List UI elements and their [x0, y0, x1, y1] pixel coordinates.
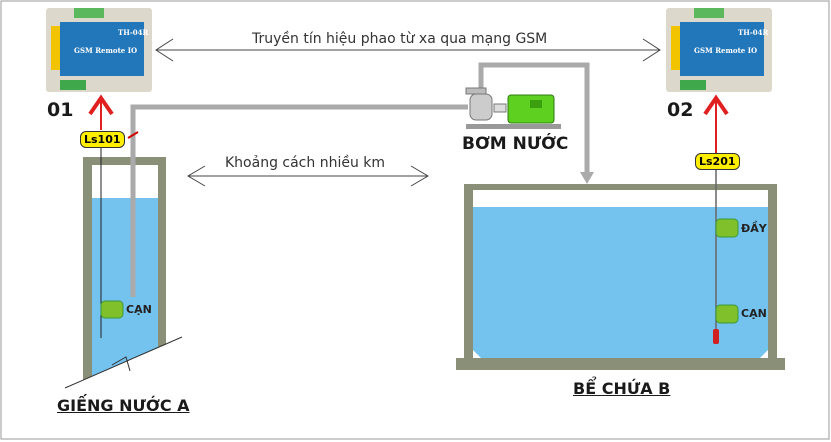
- tank-low-float-label: CẠN: [741, 307, 767, 320]
- gsm-signal-label: Truyền tín hiệu phao từ xa qua mạng GSM: [252, 31, 548, 47]
- device-name: GSM Remote IO: [694, 46, 758, 55]
- check-valve-icon: [127, 131, 139, 139]
- sensor-badge-ls201: Ls201: [695, 153, 740, 170]
- pump-icon: [465, 87, 561, 129]
- well: [60, 157, 200, 390]
- red-arrow-01: [88, 94, 114, 130]
- cable-weight: [713, 329, 719, 344]
- distance-label: Khoảng cách nhiều km: [225, 155, 386, 171]
- tank-low-float: [715, 304, 739, 324]
- device-model: TH-04R: [738, 28, 769, 37]
- gsm-device-01: TH-04R GSM Remote IO: [46, 8, 152, 92]
- well-title: GIẾNG NƯỚC A: [57, 396, 190, 415]
- device-number-01: 01: [47, 99, 74, 121]
- red-arrow-02: [703, 94, 729, 153]
- pipe: [130, 62, 590, 297]
- device-number-02: 02: [667, 99, 694, 121]
- well-low-float: [100, 300, 124, 319]
- tank: [456, 184, 785, 370]
- tank-high-float-label: ĐẦY: [741, 222, 767, 235]
- device-name: GSM Remote IO: [74, 46, 138, 55]
- tank-high-float: [715, 218, 739, 238]
- gsm-device-02: TH-04R GSM Remote IO: [666, 8, 772, 92]
- well-low-float-label: CẠN: [126, 303, 152, 316]
- distance-double-arrow: [187, 165, 429, 187]
- pipe-outlet-arrow: [580, 172, 594, 184]
- device-model: TH-04R: [118, 28, 149, 37]
- pump-label: BƠM NƯỚC: [462, 134, 569, 154]
- gsm-double-arrow: [155, 38, 661, 62]
- sensor-badge-ls101: Ls101: [80, 131, 125, 148]
- tank-title: BỂ CHỨA B: [573, 379, 671, 398]
